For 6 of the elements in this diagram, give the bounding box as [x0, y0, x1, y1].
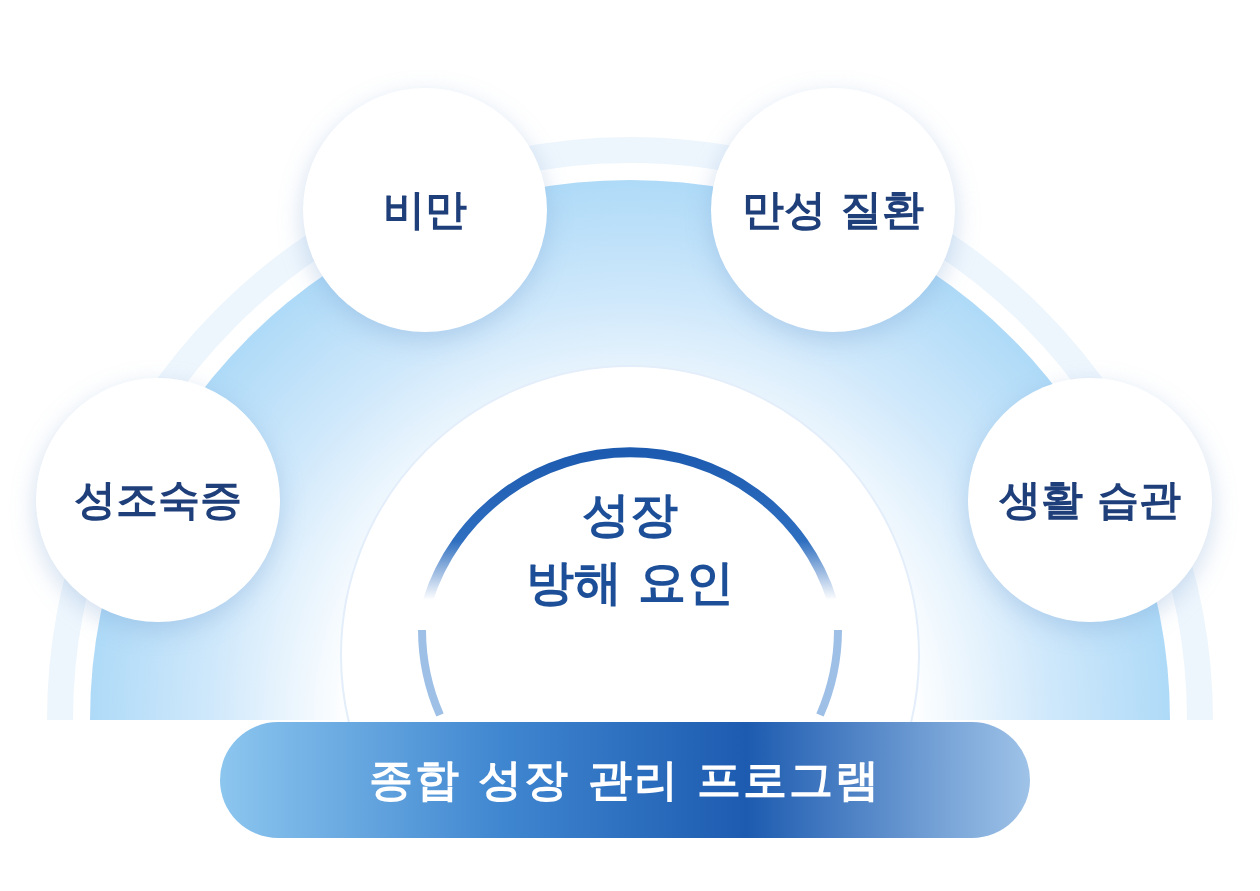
bar-label: 종합 성장 관리 프로그램: [369, 752, 881, 807]
node-label: 생활 습관: [998, 474, 1182, 526]
node-label: 비만: [383, 184, 467, 236]
node-label: 성조숙증: [74, 474, 242, 526]
node-label: 만성 질환: [741, 184, 925, 236]
node-label: 성장 방해 요인: [525, 485, 735, 612]
